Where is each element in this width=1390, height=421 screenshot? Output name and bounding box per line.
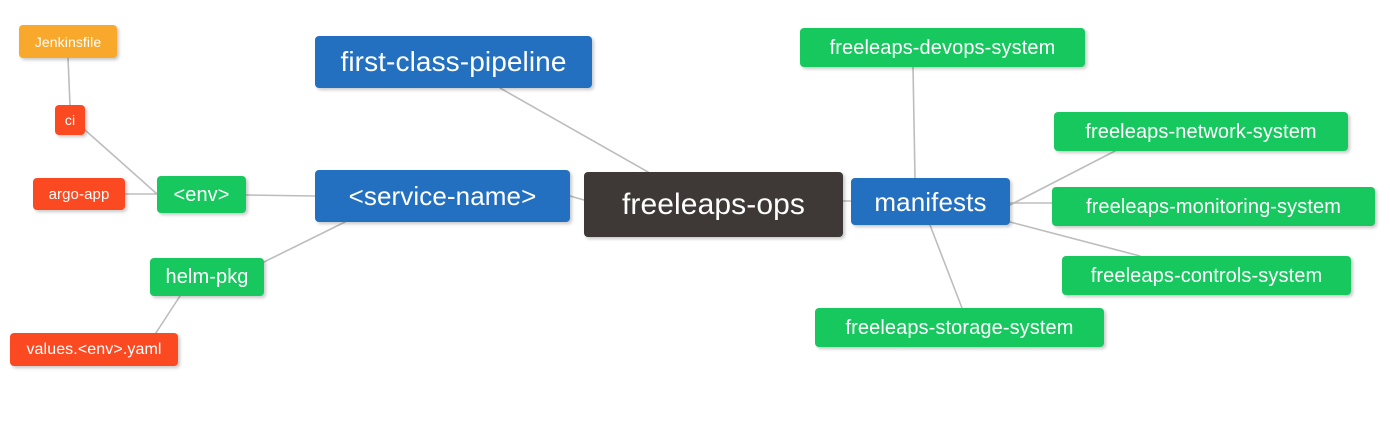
- node-freeleaps-controls-system[interactable]: freeleaps-controls-system: [1062, 256, 1351, 295]
- edge-manifests-to-freeleaps-storage-system: [929, 224, 963, 309]
- edge-manifests-to-freeleaps-controls-system: [1009, 221, 1141, 257]
- node-service-name[interactable]: <service-name>: [315, 170, 570, 222]
- node-ci[interactable]: ci: [55, 105, 85, 135]
- edge-helm-pkg-to-service-name: [263, 221, 346, 263]
- node-label-argo-app: argo-app: [48, 185, 110, 203]
- node-freeleaps-monitoring-system[interactable]: freeleaps-monitoring-system: [1052, 187, 1375, 226]
- node-helm-pkg[interactable]: helm-pkg: [150, 258, 264, 296]
- node-label-freeleaps-network-system: freeleaps-network-system: [1085, 120, 1317, 143]
- node-freeleaps-ops[interactable]: freeleaps-ops: [584, 172, 843, 237]
- node-label-env: <env>: [173, 183, 230, 206]
- node-label-ci: ci: [64, 112, 76, 128]
- node-freeleaps-network-system[interactable]: freeleaps-network-system: [1054, 112, 1348, 151]
- node-first-class-pipeline[interactable]: first-class-pipeline: [315, 36, 592, 88]
- node-label-first-class-pipeline: first-class-pipeline: [340, 46, 567, 77]
- node-label-helm-pkg: helm-pkg: [165, 266, 249, 288]
- node-label-service-name: <service-name>: [348, 181, 537, 211]
- node-label-freeleaps-devops-system: freeleaps-devops-system: [829, 36, 1056, 59]
- node-label-freeleaps-storage-system: freeleaps-storage-system: [845, 316, 1074, 339]
- node-values-env-yaml[interactable]: values.<env>.yaml: [10, 333, 178, 366]
- edge-service-name-to-freeleaps-ops: [569, 195, 585, 201]
- edge-first-class-pipeline-to-freeleaps-ops: [499, 87, 649, 173]
- node-label-freeleaps-controls-system: freeleaps-controls-system: [1090, 264, 1323, 287]
- edge-env-to-service-name: [245, 194, 316, 197]
- node-freeleaps-devops-system[interactable]: freeleaps-devops-system: [800, 28, 1085, 67]
- edge-manifests-to-freeleaps-devops-system: [912, 66, 916, 179]
- edge-jenkinsfile-to-ci: [67, 57, 71, 106]
- node-label-freeleaps-monitoring-system: freeleaps-monitoring-system: [1085, 195, 1341, 218]
- node-manifests[interactable]: manifests: [851, 178, 1010, 225]
- node-label-values-env-yaml: values.<env>.yaml: [26, 340, 162, 358]
- node-label-jenkinsfile: Jenkinsfile: [34, 33, 102, 50]
- node-argo-app[interactable]: argo-app: [33, 178, 125, 210]
- node-freeleaps-storage-system[interactable]: freeleaps-storage-system: [815, 308, 1104, 347]
- node-label-freeleaps-ops: freeleaps-ops: [621, 187, 806, 221]
- node-env[interactable]: <env>: [157, 176, 246, 213]
- node-jenkinsfile[interactable]: Jenkinsfile: [19, 25, 117, 58]
- node-label-manifests: manifests: [874, 186, 987, 217]
